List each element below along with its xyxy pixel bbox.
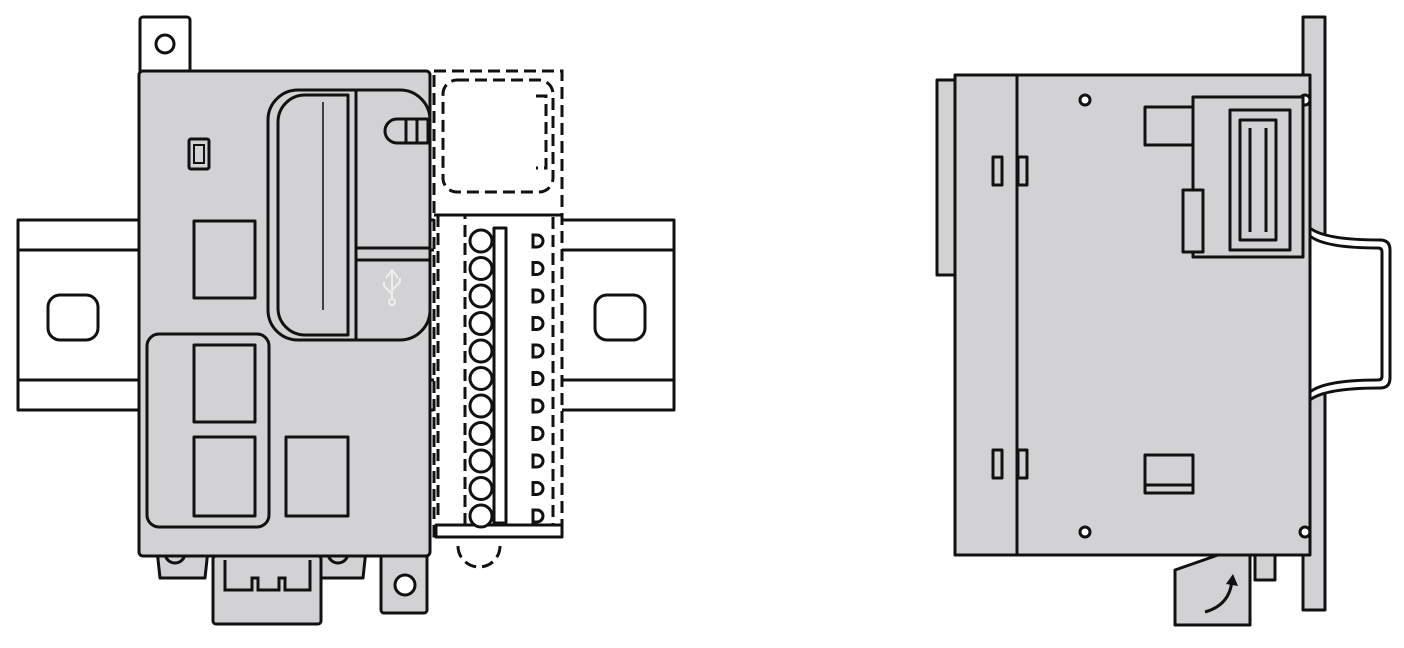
terminal-label-mark bbox=[531, 233, 545, 249]
terminal-screw bbox=[468, 338, 494, 364]
terminal-label-mark bbox=[531, 508, 545, 524]
usb-icon bbox=[383, 268, 401, 306]
terminal-label-mark bbox=[531, 398, 545, 414]
terminal-label-mark bbox=[531, 261, 545, 276]
terminal-label-mark bbox=[531, 343, 545, 359]
din-rail-profile bbox=[1309, 226, 1392, 402]
port-2 bbox=[192, 343, 257, 424]
cartridge-cover bbox=[276, 93, 350, 337]
latch-lever bbox=[1173, 553, 1252, 627]
connector bbox=[1143, 105, 1197, 147]
front-view bbox=[16, 15, 676, 626]
terminal-screw bbox=[468, 476, 494, 501]
terminal-label-mark bbox=[531, 371, 545, 386]
port-4 bbox=[284, 435, 350, 518]
terminal-label-mark bbox=[531, 288, 545, 304]
terminal-screw bbox=[468, 393, 494, 419]
terminal-screw bbox=[468, 421, 494, 446]
terminal-screw bbox=[468, 228, 494, 254]
terminal-screw bbox=[468, 311, 494, 336]
module-latch bbox=[456, 545, 502, 569]
side-port bbox=[1143, 453, 1195, 495]
terminal-label-mark bbox=[531, 316, 545, 331]
port-1 bbox=[192, 219, 257, 300]
terminal-screw bbox=[468, 256, 494, 281]
cartridge-area bbox=[266, 88, 432, 342]
terminal-screw bbox=[468, 366, 494, 391]
terminal-screw bbox=[468, 448, 494, 474]
terminal-strip bbox=[492, 226, 508, 525]
terminal-screw bbox=[468, 283, 494, 309]
terminal-screw bbox=[468, 503, 494, 529]
terminal-label-mark bbox=[531, 481, 545, 496]
terminal-label-mark bbox=[531, 453, 545, 469]
module-cover bbox=[441, 78, 555, 194]
port-3 bbox=[192, 435, 257, 518]
module-base bbox=[434, 523, 564, 539]
switch bbox=[187, 137, 211, 171]
rail-slot-left bbox=[46, 293, 100, 342]
expansion-module bbox=[432, 69, 564, 569]
terminal-block bbox=[468, 226, 545, 529]
terminal-label-mark bbox=[531, 426, 545, 441]
divider bbox=[354, 246, 432, 262]
side-view bbox=[935, 15, 1392, 627]
rail-slot-right bbox=[593, 293, 647, 342]
bottom-clips bbox=[155, 548, 429, 626]
